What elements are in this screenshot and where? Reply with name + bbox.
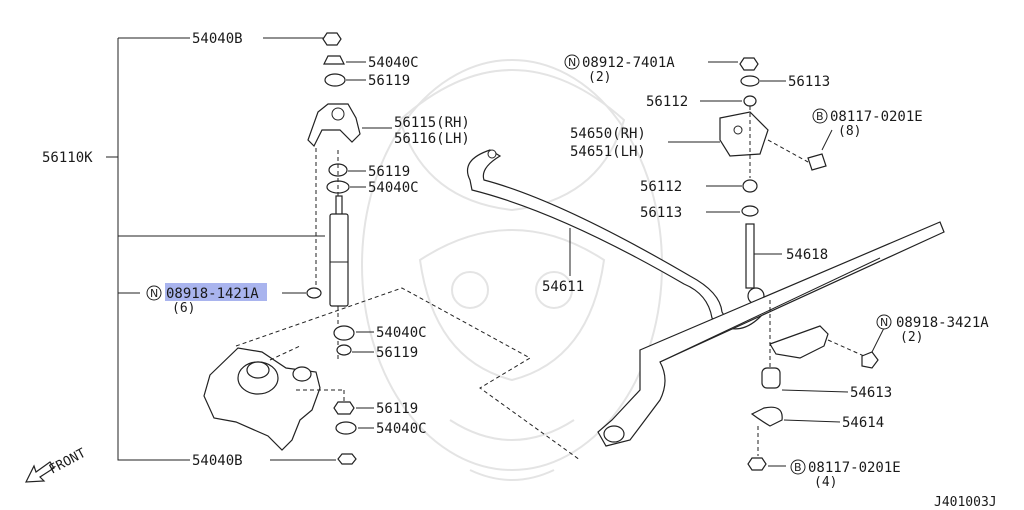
label-56112-top: 56112: [646, 94, 688, 110]
label-08912-7401a-qty: (2): [588, 70, 611, 85]
shock-absorber-group: [106, 32, 581, 465]
label-56112-mid: 56112: [640, 179, 682, 195]
label-54614: 54614: [842, 415, 884, 431]
washer-56113-mid: [741, 205, 759, 217]
prefix-b-1: B: [816, 110, 824, 123]
label-08912-7401a: 08912-7401A: [582, 55, 675, 71]
prefix-b-circle-1: [812, 108, 828, 124]
prefix-n-circle-2: [564, 54, 580, 70]
bolt-08117-top: [807, 153, 827, 171]
label-56110k: 56110K: [42, 150, 93, 166]
label-54040c-4: 54040C: [376, 421, 427, 437]
label-54611: 54611: [542, 279, 584, 295]
label-08918-3421a-qty: (2): [900, 330, 923, 345]
label-08117-0201e-top: 08117-0201E: [830, 109, 923, 125]
prefix-b-2: B: [794, 461, 802, 474]
connecting-rod-54618: [745, 223, 755, 289]
bushing-56112-top: [743, 95, 757, 107]
washer-54040c-4: [335, 421, 357, 435]
label-56119-1: 56119: [368, 73, 410, 89]
label-54618: 54618: [786, 247, 828, 263]
nut-08918-1421a: [306, 287, 322, 299]
steering-knuckle: [203, 347, 321, 451]
front-arrow: [25, 461, 55, 483]
label-56116: 56116(LH): [394, 131, 470, 147]
label-08918-3421a: 08918-3421A: [896, 315, 989, 331]
label-front: FRONT: [47, 446, 89, 478]
part-highlight: [165, 283, 267, 301]
diagram-reference-code: J401003J: [934, 495, 997, 510]
washer-54040c-3: [333, 325, 355, 341]
upper-mount-bracket: [307, 103, 361, 148]
nut-08918-3421a: [861, 351, 879, 369]
label-08117-0201e-bottom: 08117-0201E: [808, 460, 901, 476]
label-56119-3: 56119: [376, 345, 418, 361]
prefix-n-circle-1: [146, 285, 162, 301]
bushing-56119-3: [336, 344, 352, 356]
label-54040b-bottom: 54040B: [192, 453, 243, 469]
shock-absorber: [335, 195, 343, 217]
prefix-n-circle-3: [876, 314, 892, 330]
label-56113-top: 56113: [788, 74, 830, 90]
washer-54040c-1: [323, 55, 345, 65]
stabilizer-group: [466, 57, 945, 471]
label-08918-1421a-prefix: 08918-142: [166, 286, 242, 302]
label-54040c-1: 54040C: [368, 55, 419, 71]
label-56113-mid: 56113: [640, 205, 682, 221]
label-54650: 54650(RH): [570, 126, 646, 142]
label-56119-4: 56119: [376, 401, 418, 417]
label-54613: 54613: [850, 385, 892, 401]
nut-54040b-top: [322, 32, 342, 46]
clamp-54614: [750, 406, 783, 427]
label-56119-2: 56119: [368, 164, 410, 180]
label-08117-0201e-bottom-qty: (4): [814, 475, 837, 490]
bolt-08117-bottom: [747, 457, 767, 471]
washer-56113-top: [740, 75, 760, 87]
label-08918-1421a-suffix: A: [250, 286, 259, 302]
label-56115: 56115(RH): [394, 115, 470, 131]
label-08918-1421a-digit: 1: [242, 286, 250, 302]
stabilizer-bar-54611: [466, 149, 769, 330]
nut-08912-7401a: [739, 57, 759, 71]
stabilizer-bracket-54650: [719, 111, 769, 157]
frame-bracket: [769, 325, 829, 359]
label-08918-1421a-qty: (6): [172, 301, 195, 316]
prefix-b-circle-2: [790, 459, 806, 475]
bushing-56119-1: [324, 73, 346, 87]
prefix-n-3: N: [880, 316, 888, 329]
bushing-56112-mid: [742, 179, 758, 193]
label-54040c-2: 54040C: [368, 180, 419, 196]
prefix-n-1: N: [150, 287, 158, 300]
label-54040b-top: 54040B: [192, 31, 243, 47]
prefix-n-2: N: [568, 56, 576, 69]
bushing-56119-4: [333, 401, 355, 415]
bushing-54613: [761, 367, 781, 389]
label-08117-0201e-top-qty: (8): [838, 124, 861, 139]
label-54651: 54651(LH): [570, 144, 646, 160]
label-54040c-3: 54040C: [376, 325, 427, 341]
nut-54040b-bottom: [337, 453, 357, 465]
label-08918-1421a: 08918-1421A: [166, 286, 259, 302]
